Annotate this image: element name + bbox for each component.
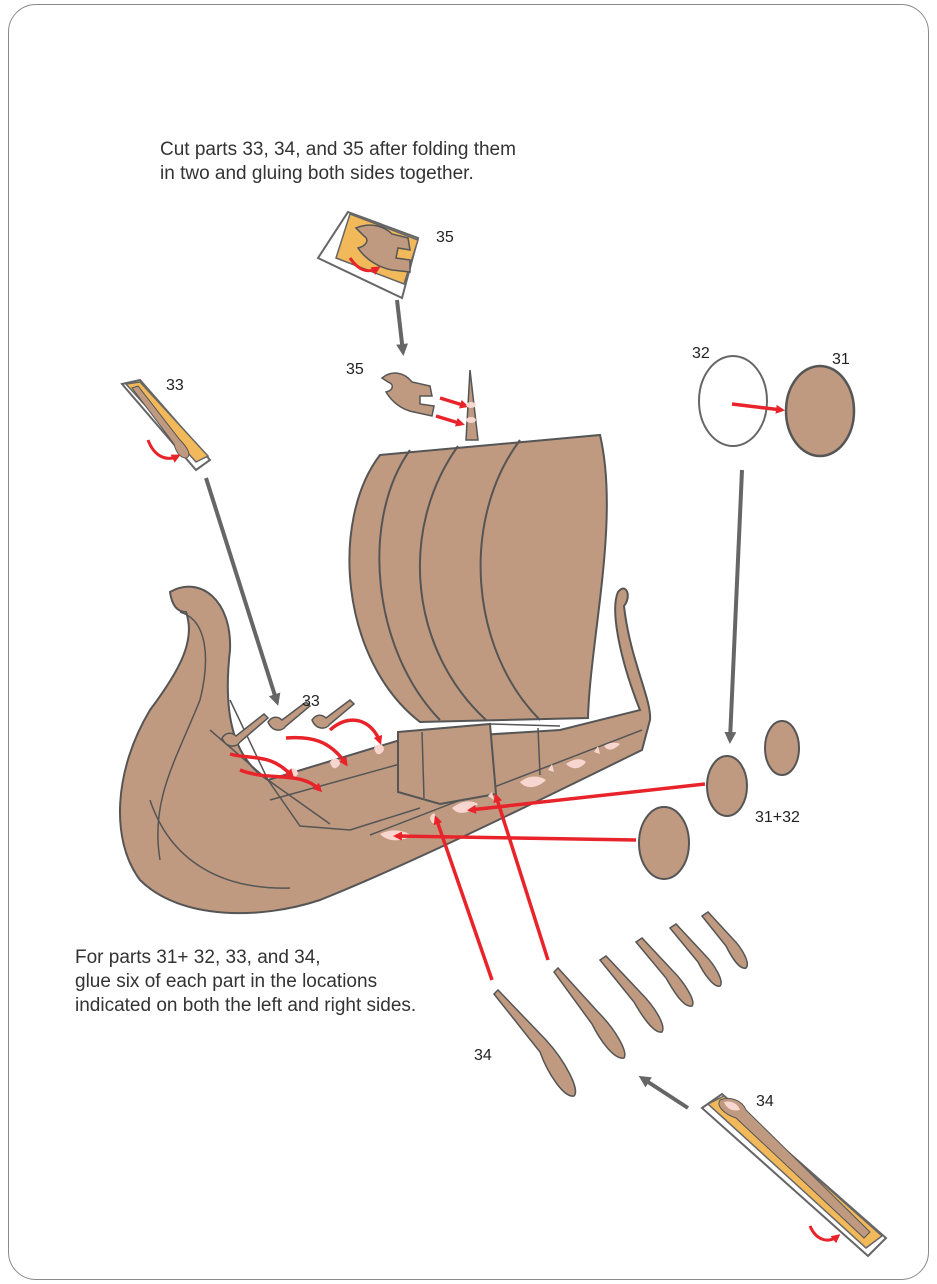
instruction-line: For parts 31+ 32, 33, and 34, [75, 946, 416, 970]
part-35-folded-sheet [318, 212, 418, 298]
instruction-line: Cut parts 33, 34, and 35 after folding t… [160, 138, 516, 162]
gray-arrow-icon [397, 300, 403, 352]
label-part-31-32: 31+32 [755, 809, 800, 826]
instruction-line: glue six of each part in the locations [75, 970, 416, 994]
label-part-34-oars: 34 [474, 1047, 492, 1064]
part-34-oars [494, 912, 747, 1096]
assembled-shields [639, 721, 799, 879]
sail [349, 435, 606, 722]
gray-arrow-icon [642, 1078, 688, 1108]
gray-arrow-icon [730, 470, 742, 740]
part-31-shield [786, 366, 854, 456]
label-part-33-sheet: 33 [166, 377, 184, 394]
label-part-35-top: 35 [436, 229, 454, 246]
label-part-34-sheet: 34 [756, 1093, 774, 1110]
instruction-glue-parts: For parts 31+ 32, 33, and 34, glue six o… [75, 946, 416, 1018]
label-part-33-hull: 33 [302, 693, 320, 710]
label-part-32: 32 [692, 345, 710, 362]
label-part-35-mid: 35 [346, 361, 364, 378]
instruction-line: in two and gluing both sides together. [160, 162, 516, 186]
label-part-31: 31 [832, 351, 850, 368]
part-35-piece [382, 373, 466, 424]
part-32-shield [699, 356, 767, 446]
part-34-folded-sheet [702, 1094, 886, 1256]
instruction-cut-parts: Cut parts 33, 34, and 35 after folding t… [160, 138, 516, 186]
instruction-line: indicated on both the left and right sid… [75, 994, 416, 1018]
